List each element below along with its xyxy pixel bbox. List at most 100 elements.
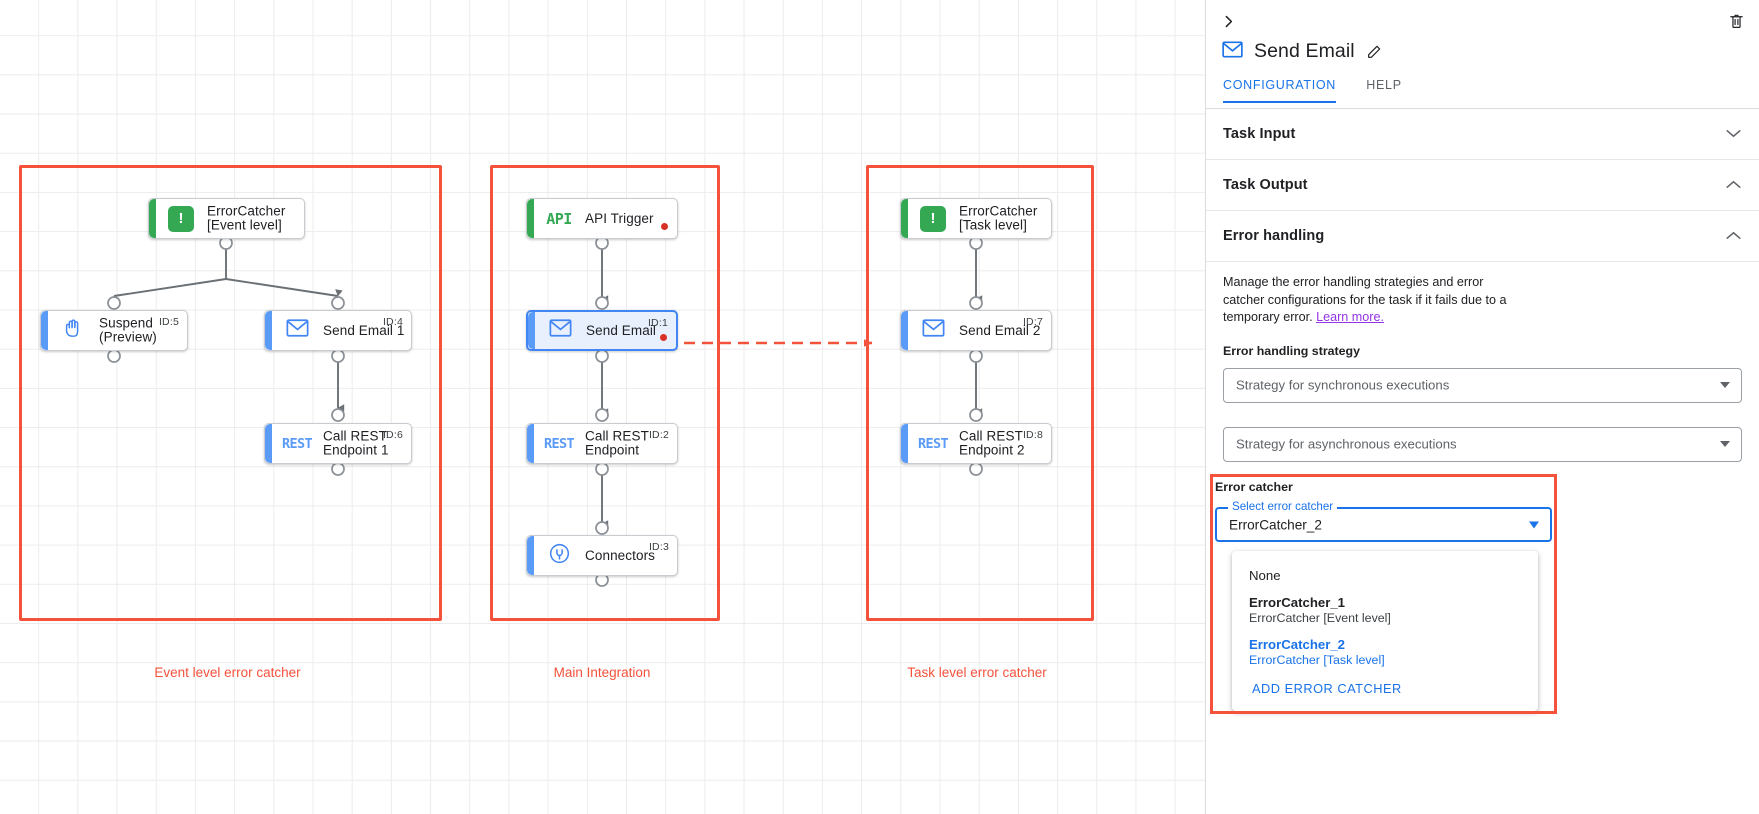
group-label-task-level: Task level error catcher [907,665,1047,680]
select-error-catcher-value: ErrorCatcher_2 [1229,517,1322,532]
email-icon [549,319,572,342]
chevron-up-icon[interactable] [1726,227,1741,245]
error-catcher-icon: ! [920,205,946,232]
node-id-label: ID:8 [1022,429,1043,441]
node-id-label: ID:3 [648,541,669,553]
node-accent-bar [265,424,272,463]
panel-title-row: Send Email [1222,40,1382,63]
node-title: ErrorCatcher[Task level] [959,203,1038,233]
menu-item-title: ErrorCatcher_2 [1249,637,1346,652]
connectors-icon [548,542,571,570]
node-accent-bar [265,311,272,350]
rest-icon: REST [543,435,575,452]
group-box-main-integration [490,165,720,621]
email-icon [286,319,309,342]
add-error-catcher-button[interactable]: ADD ERROR CATCHER [1252,681,1402,696]
panel-tabs: CONFIGURATION HELP [1206,78,1759,109]
suspend-hand-icon [62,317,84,345]
node-accent-bar [527,536,534,575]
section-title: Task Input [1223,126,1296,142]
node-id-label: ID:7 [1022,316,1043,328]
group-label-event-level: Event level error catcher [154,665,301,680]
sync-strategy-value: Strategy for synchronous executions [1236,377,1450,393]
async-strategy-select[interactable]: Strategy for asynchronous executions [1223,426,1742,462]
node-suspend-preview[interactable]: Suspend(Preview)ID:5 [40,310,188,351]
chevron-down-icon[interactable] [1726,125,1741,143]
node-id-label: ID:2 [648,429,669,441]
rest-icon: REST [281,435,313,452]
error-handling-body: Manage the error handling strategies and… [1206,274,1759,462]
node-accent-bar [527,424,534,463]
chevron-down-icon [1720,441,1730,447]
menu-item-title: None [1249,568,1281,583]
tab-configuration[interactable]: CONFIGURATION [1223,78,1337,103]
section-title: Error handling [1223,228,1325,244]
node-id-label: ID:5 [158,316,179,328]
section-error-handling[interactable]: Error handling [1206,211,1759,262]
node-accent-bar [901,311,908,350]
menu-item-subtitle: ErrorCatcher [Task level] [1249,653,1385,667]
node-title: ErrorCatcher[Event level] [207,203,286,233]
node-id-label: ID:6 [382,429,403,441]
chevron-up-icon[interactable] [1726,176,1741,194]
error-handling-description-text: Manage the error handling strategies and… [1223,275,1507,324]
error-catcher-icon: ! [168,205,194,232]
node-errorcatcher-event[interactable]: ! ErrorCatcher[Event level] [148,198,305,239]
node-accent-bar [527,199,534,238]
learn-more-link[interactable]: Learn more. [1316,310,1384,324]
error-handling-description: Manage the error handling strategies and… [1223,274,1523,327]
node-accent-bar [149,199,156,238]
node-title: Send Email 2 [959,322,1041,338]
select-error-catcher-dropdown[interactable]: Select error catcher ErrorCatcher_2 [1215,500,1552,542]
menu-item-none[interactable]: None [1232,562,1538,589]
rest-icon: REST [917,435,949,452]
section-task-input[interactable]: Task Input [1206,109,1759,160]
group-box-event-level [19,165,442,621]
section-title: Task Output [1223,177,1308,193]
error-catcher-label: Error catcher [1215,480,1293,494]
email-icon [1222,40,1243,63]
sync-strategy-select[interactable]: Strategy for synchronous executions [1223,367,1742,403]
node-accent-bar [41,311,48,350]
node-errorcatcher-task[interactable]: ! ErrorCatcher[Task level] [900,198,1052,239]
menu-item-title: ErrorCatcher_1 [1249,595,1346,610]
node-id-label: ID:4 [382,316,403,328]
node-id-label: ID:1 [647,317,668,329]
group-box-task-level [866,165,1094,621]
pencil-icon[interactable] [1366,44,1382,60]
async-strategy-value: Strategy for asynchronous executions [1236,436,1457,452]
node-title: Send Email [586,322,657,338]
page-title: Send Email [1254,40,1355,62]
node-accent-bar [901,199,908,238]
integration-canvas[interactable] [0,0,1205,814]
node-title: Send Email 1 [323,322,405,338]
node-error-dot [660,334,667,341]
tab-help[interactable]: HELP [1366,78,1402,92]
menu-item-subtitle: ErrorCatcher [Event level] [1249,611,1391,625]
select-error-catcher-float-label: Select error catcher [1228,500,1338,513]
email-icon [922,319,945,342]
trash-icon[interactable] [1723,8,1749,34]
error-handling-strategy-label: Error handling strategy [1223,343,1361,358]
group-label-main-integration: Main Integration [553,665,651,680]
api-icon: API [546,209,572,228]
node-error-dot [661,223,668,230]
chevron-right-icon[interactable] [1215,8,1241,34]
section-task-output[interactable]: Task Output [1206,160,1759,211]
error-catcher-block: Error catcher Select error catcher Error… [1215,480,1552,542]
